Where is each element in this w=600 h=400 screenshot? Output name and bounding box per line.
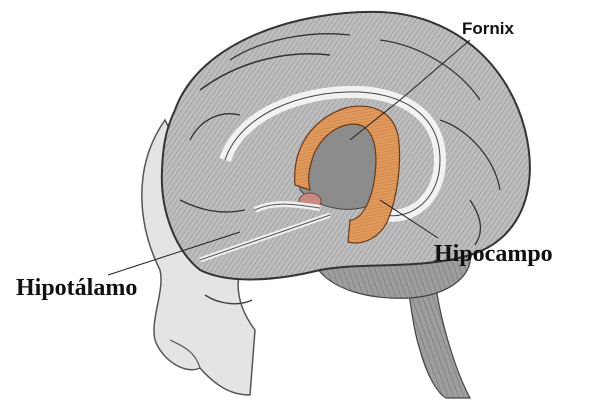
label-hipotalamo: Hipotálamo	[16, 275, 138, 301]
label-fornix: Fornix	[462, 19, 514, 38]
hipotalamo-leader-line	[107, 231, 241, 276]
hipocampo-leader-line	[379, 199, 439, 239]
fornix-hippocampus	[294, 105, 401, 244]
label-hipocampo: Hipocampo	[434, 241, 553, 267]
fornix-leader-line	[399, 39, 471, 101]
